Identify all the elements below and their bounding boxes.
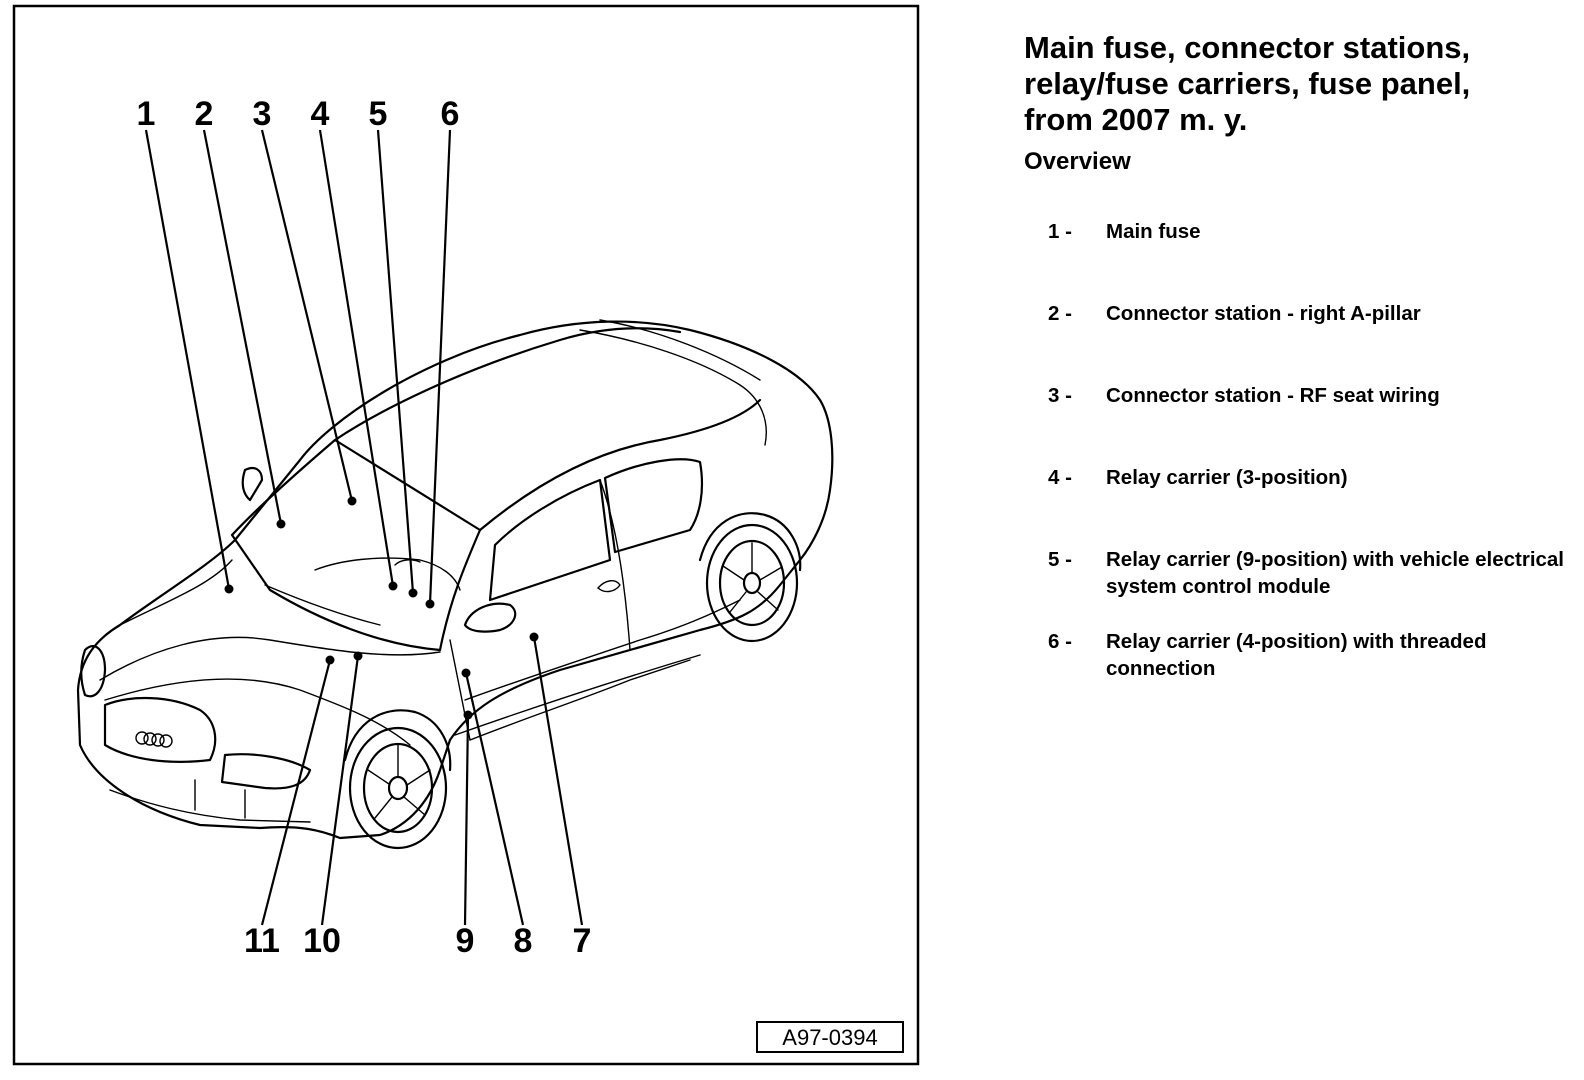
location-dot-10	[353, 651, 363, 661]
legend-item: 3 - Connector station - RF seat wiring	[1048, 382, 1564, 436]
location-dot-7	[529, 632, 539, 642]
title-line-1: Main fuse, connector stations,	[1024, 30, 1471, 65]
callout-11: 11	[244, 922, 280, 960]
location-dot-8	[461, 668, 471, 678]
legend-item-number: 5 -	[1048, 548, 1072, 571]
legend-item-number: 3 -	[1048, 384, 1072, 407]
location-dot-6	[425, 599, 435, 609]
page-title: Main fuse, connector stations, relay/fus…	[1024, 30, 1564, 138]
location-dot-5	[408, 588, 418, 598]
figure-id: A97-0394	[782, 1025, 877, 1050]
callout-6: 6	[441, 95, 460, 133]
legend-item: 2 - Connector station - right A-pillar	[1048, 300, 1564, 354]
legend-item-number: 6 -	[1048, 630, 1072, 653]
section-subtitle: Overview	[1024, 148, 1131, 175]
callout-2: 2	[195, 95, 214, 133]
legend-item-description: Relay carrier (3-position)	[1106, 466, 1348, 489]
callout-9: 9	[456, 922, 475, 960]
callout-7: 7	[573, 922, 592, 960]
location-dot-4	[388, 581, 398, 591]
legend-item: 5 - Relay carrier (9-position) with vehi…	[1048, 546, 1564, 600]
callout-4: 4	[311, 95, 330, 133]
callout-10: 10	[303, 922, 341, 960]
legend-item-number: 2 -	[1048, 302, 1072, 325]
callout-5: 5	[369, 95, 388, 133]
legend-list: 1 - Main fuse 2 - Connector station - ri…	[1048, 218, 1564, 682]
figure-id-box: A97-0394	[756, 1021, 904, 1053]
legend-item-description: Relay carrier (9-position) with vehicle …	[1106, 548, 1565, 598]
callout-8: 8	[514, 922, 533, 960]
legend-item-description: Connector station - right A-pillar	[1106, 302, 1421, 325]
location-dot-9	[463, 710, 473, 720]
legend-item: 6 - Relay carrier (4-position) with thre…	[1048, 628, 1564, 682]
legend-item-description: Connector station - RF seat wiring	[1106, 384, 1440, 407]
title-line-3: from 2007 m. y.	[1024, 102, 1248, 137]
location-dots	[224, 496, 539, 720]
callout-1: 1	[137, 95, 156, 133]
legend-item-description: Relay carrier (4-position) with threaded…	[1106, 630, 1487, 680]
legend-item-number: 4 -	[1048, 466, 1072, 489]
callout-3: 3	[253, 95, 272, 133]
location-dot-11	[325, 655, 335, 665]
location-dot-1	[224, 584, 234, 594]
legend-item-number: 1 -	[1048, 220, 1072, 243]
car-illustration	[76, 319, 834, 850]
car-diagram: 1 2 3 4 5 6 11 10 9 8 7 A97-0394	[12, 4, 920, 1066]
title-line-2: relay/fuse carriers, fuse panel,	[1024, 66, 1471, 101]
figure-frame	[12, 4, 920, 1066]
legend-panel: Main fuse, connector stations, relay/fus…	[1024, 30, 1564, 710]
callout-numbers: 1 2 3 4 5 6 11 10 9 8 7	[137, 95, 592, 960]
location-dot-2	[276, 519, 286, 529]
legend-item-description: Main fuse	[1106, 220, 1201, 243]
leader-lines	[144, 129, 584, 926]
location-dot-3	[347, 496, 357, 506]
legend-item: 4 - Relay carrier (3-position)	[1048, 464, 1564, 518]
legend-item: 1 - Main fuse	[1048, 218, 1564, 272]
